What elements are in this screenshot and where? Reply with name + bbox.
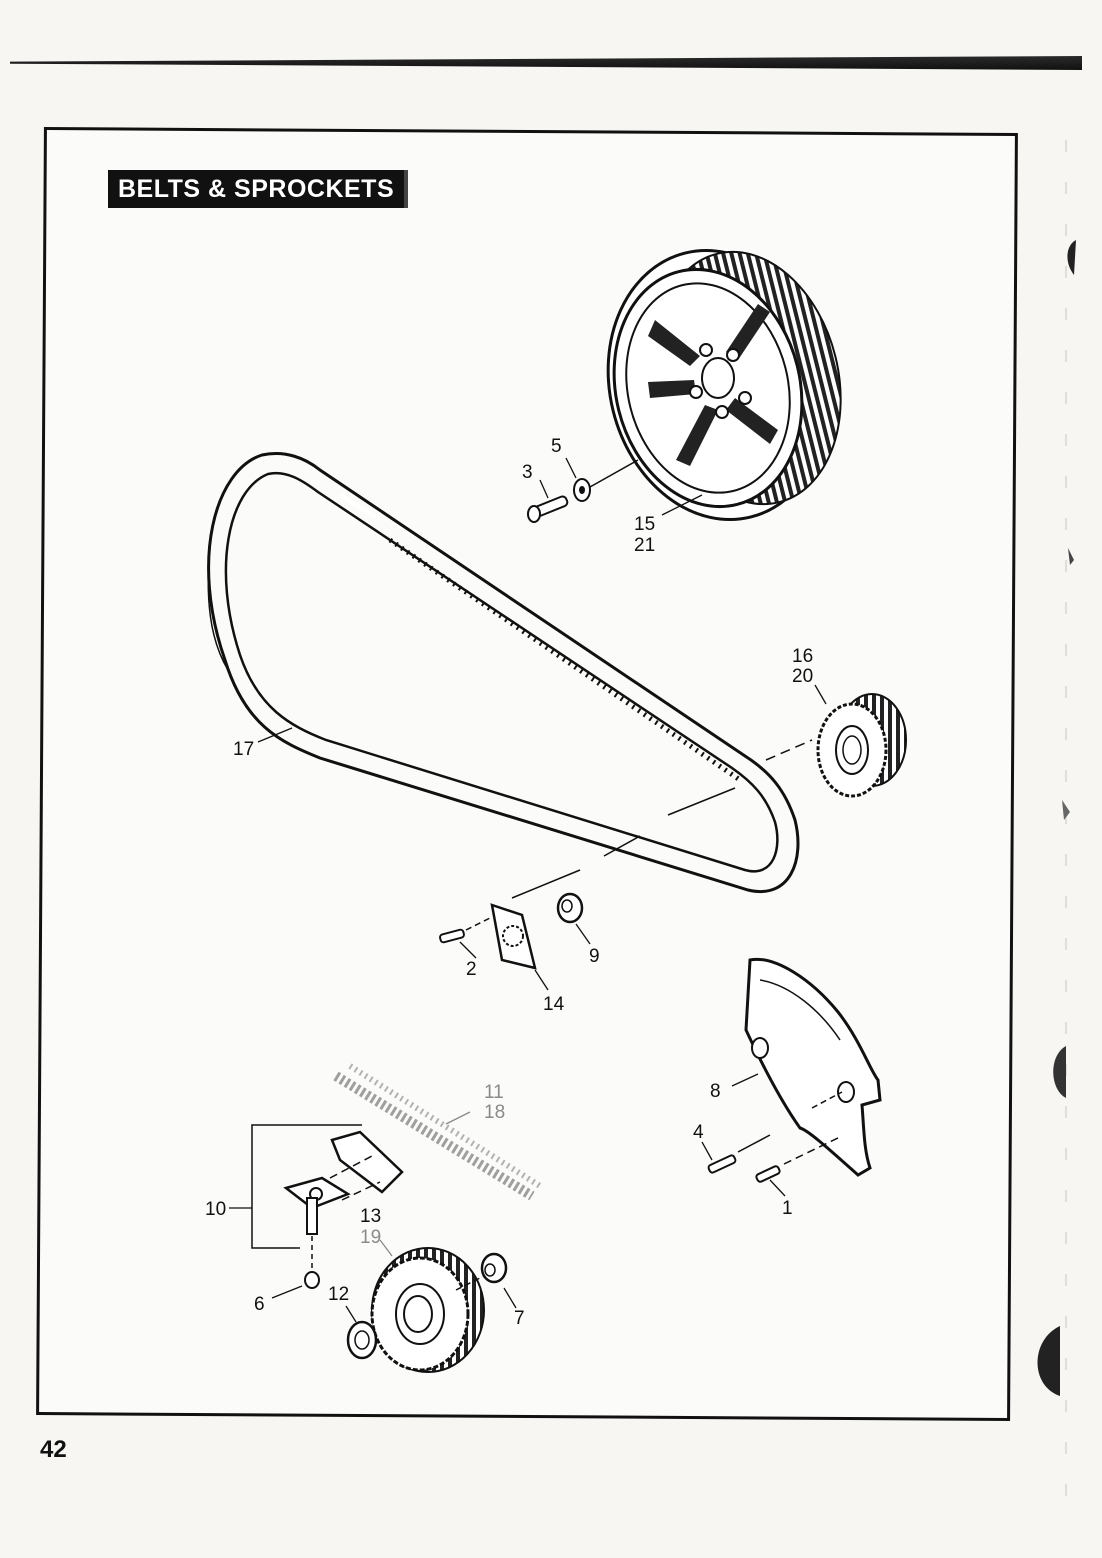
callout-7: 7 — [514, 1308, 525, 1329]
callout-16: 16 — [792, 646, 813, 667]
callout-1: 1 — [782, 1198, 793, 1219]
spacer-icon — [346, 1320, 378, 1360]
callout-20: 20 — [792, 666, 813, 687]
callout-6: 6 — [254, 1294, 265, 1315]
screw-icon — [439, 928, 465, 944]
sprocket-nut-icon — [480, 1252, 508, 1284]
callout-18: 18 — [484, 1102, 505, 1123]
leader-lines — [229, 457, 827, 1323]
engine-sprocket-icon — [370, 1247, 485, 1373]
callout-3: 3 — [522, 462, 533, 483]
page-number: 42 — [40, 1436, 67, 1463]
tensioner-nut-icon — [304, 1271, 320, 1289]
callout-5: 5 — [551, 436, 562, 457]
chain-icon — [333, 1063, 542, 1201]
front-pulley-icon — [816, 693, 907, 798]
callout-12: 12 — [328, 1284, 349, 1305]
callout-labels: 1 2 3 4 5 6 7 8 9 10 11 12 13 14 15 16 1… — [205, 436, 813, 1329]
callout-4: 4 — [693, 1122, 704, 1143]
callout-19: 19 — [360, 1227, 381, 1248]
callout-13: 13 — [360, 1206, 381, 1227]
callout-9: 9 — [589, 946, 600, 967]
washer-icon — [573, 478, 591, 502]
callout-11: 11 — [484, 1082, 504, 1103]
rear-pulley-icon — [606, 248, 842, 522]
callout-17: 17 — [233, 739, 254, 760]
callout-14: 14 — [543, 994, 565, 1015]
cover-bolt-icon — [707, 1154, 781, 1183]
nut-icon — [556, 892, 584, 924]
callout-21: 21 — [634, 535, 655, 556]
chain-tensioner-icon — [283, 1130, 404, 1268]
lock-plate-icon — [490, 903, 537, 970]
section-title: BELTS & SPROCKETS — [108, 170, 409, 208]
callout-15: 15 — [634, 514, 655, 535]
callout-8: 8 — [710, 1081, 721, 1102]
callout-10: 10 — [205, 1199, 226, 1220]
drive-belt-icon — [207, 451, 800, 893]
pulley-bolt-icon — [527, 495, 569, 523]
callout-2: 2 — [466, 959, 477, 980]
belt-guard-icon — [744, 957, 882, 1177]
binder-margin-marks — [1037, 140, 1076, 1500]
